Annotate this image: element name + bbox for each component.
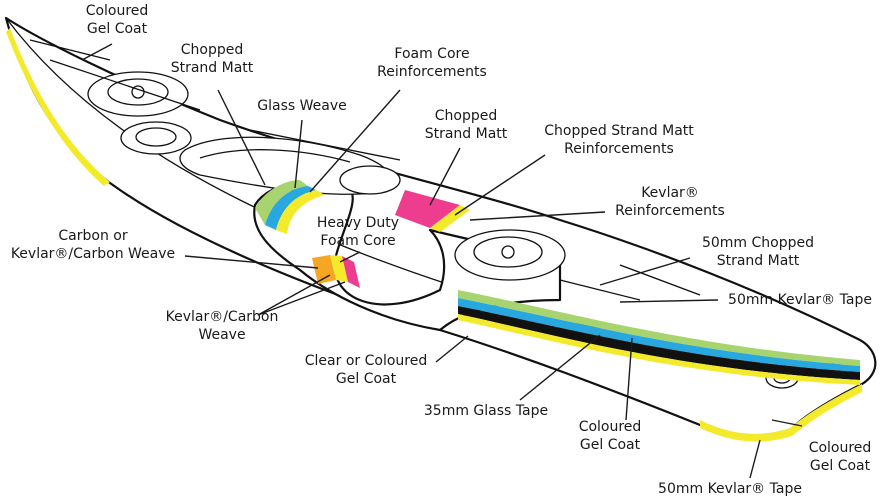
leader-lines bbox=[81, 43, 803, 479]
label-35mm-glass-tape: 35mm Glass Tape bbox=[424, 403, 548, 419]
leader-coloured-gel-coat-mid bbox=[625, 337, 633, 421]
heavy-duty-foam-core-line-2: Foam Core bbox=[320, 233, 395, 249]
mm50-chopped-strand-matt-line-1: 50mm Chopped bbox=[702, 235, 814, 251]
glass-weave-band bbox=[265, 186, 316, 230]
foam-core-reinforcement-band bbox=[276, 190, 325, 234]
leader-kevlar-carbon-weave-2 bbox=[257, 281, 346, 316]
kevlar-carbon-weave-line-2: Weave bbox=[198, 327, 245, 343]
chopped-strand-matt-2-line-2: Strand Matt bbox=[425, 126, 508, 142]
keel-chopped-strand-matt-band bbox=[458, 290, 860, 366]
label-glass-weave: Glass Weave bbox=[257, 98, 346, 114]
leader-kevlar-carbon-weave-1 bbox=[257, 274, 331, 316]
heavy-duty-foam-core-line-1: Heavy Duty bbox=[317, 215, 399, 231]
coloured-gel-coat-top-line-1: Coloured bbox=[86, 3, 149, 19]
coloured-gel-coat-right-line-1: Coloured bbox=[809, 440, 872, 456]
coloured-gel-coat-mid-line-2: Gel Coat bbox=[580, 437, 641, 453]
coloured-gel-coat-top-line-2: Gel Coat bbox=[87, 21, 148, 37]
chopped-strand-matt-2-line-1: Chopped bbox=[435, 108, 498, 124]
deck-lines bbox=[29, 39, 701, 301]
foam-core-reinforcements-line-2: Reinforcements bbox=[377, 64, 487, 80]
carbon-or-kevlar-carbon-weave-line-1: Carbon or bbox=[58, 228, 127, 244]
chopped-strand-matt-1-line-2: Strand Matt bbox=[171, 60, 254, 76]
glass-weave-line-1: Glass Weave bbox=[257, 98, 346, 114]
front-hatch bbox=[87, 71, 189, 117]
leader-chopped-strand-matt-reinforcements bbox=[454, 154, 546, 216]
coloured-gel-coat-mid-line-1: Coloured bbox=[579, 419, 642, 435]
leader-50mm-kevlar-tape-bottom bbox=[749, 439, 761, 479]
chopped-strand-matt-reinforcements-line-2: Reinforcements bbox=[564, 141, 674, 157]
keel-yellow-band bbox=[458, 314, 860, 385]
keel-glass-tape-band bbox=[458, 298, 860, 372]
leader-foam-core-reinforcements bbox=[309, 89, 401, 193]
coloured-gel-coat-right-line-2: Gel Coat bbox=[810, 458, 871, 474]
kevlar-reinforcements-line-2: Reinforcements bbox=[615, 203, 725, 219]
rear-hatch bbox=[454, 229, 566, 281]
leader-kevlar-reinforcements bbox=[469, 211, 606, 221]
mm35-glass-tape-line-1: 35mm Glass Tape bbox=[424, 403, 548, 419]
chopped-strand-matt-band bbox=[255, 180, 308, 225]
kevlar-reinforcements-line-1: Kevlar® bbox=[641, 185, 699, 201]
mm50-kevlar-tape-right-line-1: 50mm Kevlar® Tape bbox=[728, 292, 872, 308]
clear-or-coloured-gel-coat-line-1: Clear or Coloured bbox=[305, 353, 427, 369]
mm50-kevlar-tape-bottom-line-1: 50mm Kevlar® Tape bbox=[658, 481, 802, 497]
leader-coloured-gel-coat-right bbox=[771, 419, 803, 427]
keel-kevlar-tape-band bbox=[458, 306, 860, 380]
leader-carbon-weave bbox=[184, 255, 319, 269]
label-50mm-kevlar-tape-right: 50mm Kevlar® Tape bbox=[728, 292, 872, 308]
leader-coloured-gel-coat-top bbox=[81, 43, 113, 61]
kevlar-carbon-weave-band bbox=[330, 255, 348, 282]
heavy-duty-foam-core-band bbox=[342, 256, 360, 288]
leader-35mm-glass-tape bbox=[519, 334, 601, 401]
kevlar-carbon-weave-line-1: Kevlar®/Carbon bbox=[166, 309, 279, 325]
chopped-strand-matt-1-line-1: Chopped bbox=[181, 42, 244, 58]
label-kevlar-reinforcements: Kevlar® Reinforcements bbox=[615, 185, 725, 219]
label-carbon-or-kevlar-carbon-weave: Carbon or Kevlar®/Carbon Weave bbox=[11, 228, 175, 262]
mm50-chopped-strand-matt-line-2: Strand Matt bbox=[717, 253, 800, 269]
leader-chopped-strand-matt-2 bbox=[429, 147, 461, 206]
leader-50mm-chopped-strand-matt bbox=[599, 257, 691, 286]
leader-glass-weave bbox=[294, 119, 303, 189]
leader-clear-coloured-gel-coat bbox=[435, 335, 469, 363]
leader-chopped-strand-matt-1 bbox=[217, 89, 266, 186]
foam-core-reinforcements-line-1: Foam Core bbox=[394, 46, 469, 62]
carbon-weave-band bbox=[312, 255, 336, 284]
seat-hatch bbox=[339, 165, 401, 195]
chopped-strand-matt-2-band bbox=[395, 190, 460, 228]
day-hatch bbox=[120, 121, 192, 155]
chopped-strand-matt-reinforcements-line-1: Chopped Strand Matt bbox=[544, 123, 694, 139]
clear-or-coloured-gel-coat-line-2: Gel Coat bbox=[336, 371, 397, 387]
label-50mm-kevlar-tape-bottom: 50mm Kevlar® Tape bbox=[658, 481, 802, 497]
leader-50mm-kevlar-tape-right bbox=[619, 299, 719, 303]
leader-heavy-duty-foam-core bbox=[339, 251, 361, 263]
carbon-or-kevlar-carbon-weave-line-2: Kevlar®/Carbon Weave bbox=[11, 246, 175, 262]
